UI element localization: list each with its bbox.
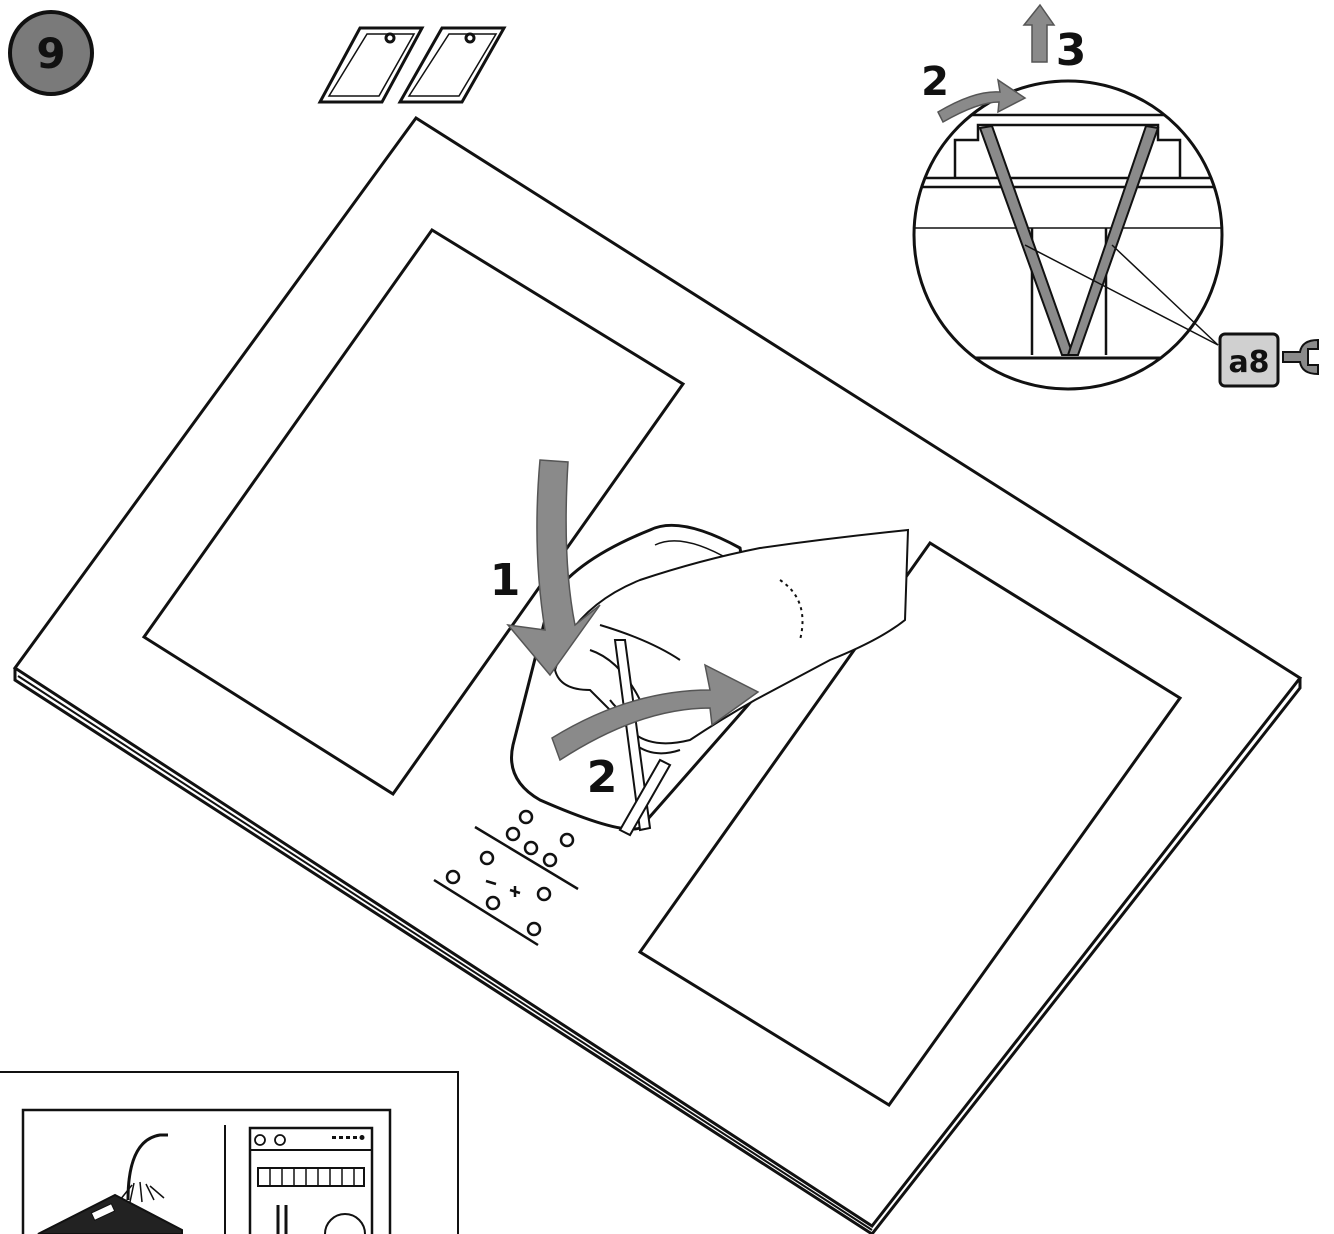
right-filter-opening — [637, 540, 1183, 1108]
dishwasher-icon — [248, 1126, 374, 1234]
filter-panels-icon — [317, 26, 507, 104]
control-button — [523, 840, 539, 856]
left-filter-opening — [141, 227, 686, 797]
tool-label: a8 — [1228, 345, 1269, 380]
push-arrow: 1 — [490, 459, 601, 677]
detail-lift-label: 3 — [1056, 25, 1087, 76]
control-panel — [433, 809, 579, 947]
minus-icon — [485, 879, 497, 886]
control-button — [536, 886, 552, 902]
filter-handle — [613, 639, 672, 837]
hand-wash-icon — [37, 1133, 183, 1234]
rotate-arrow: 2 — [551, 663, 760, 803]
control-button — [518, 809, 534, 825]
control-button — [542, 852, 558, 868]
step-badge: 9 — [8, 10, 94, 96]
control-button — [479, 850, 495, 866]
cleaning-instructions-inset — [0, 1071, 459, 1234]
control-button — [505, 826, 521, 842]
control-button — [445, 869, 461, 885]
detail-magnifier — [912, 79, 1224, 391]
control-button — [485, 895, 501, 911]
push-step-label: 1 — [490, 555, 521, 606]
tool-badge: a8 — [1218, 332, 1319, 388]
wrench-icon — [1282, 338, 1319, 376]
detail-rotate-arrow: 2 — [921, 59, 1027, 124]
control-button — [559, 832, 575, 848]
rotate-step-label: 2 — [587, 752, 618, 803]
detail-rotate-label: 2 — [921, 59, 949, 105]
spring-arm-left — [978, 124, 1075, 356]
step-number: 9 — [36, 29, 65, 78]
detail-lift-arrow: 3 — [1022, 3, 1087, 76]
control-button — [526, 921, 542, 937]
spring-arm-right — [1066, 124, 1160, 356]
plus-icon — [509, 886, 521, 897]
